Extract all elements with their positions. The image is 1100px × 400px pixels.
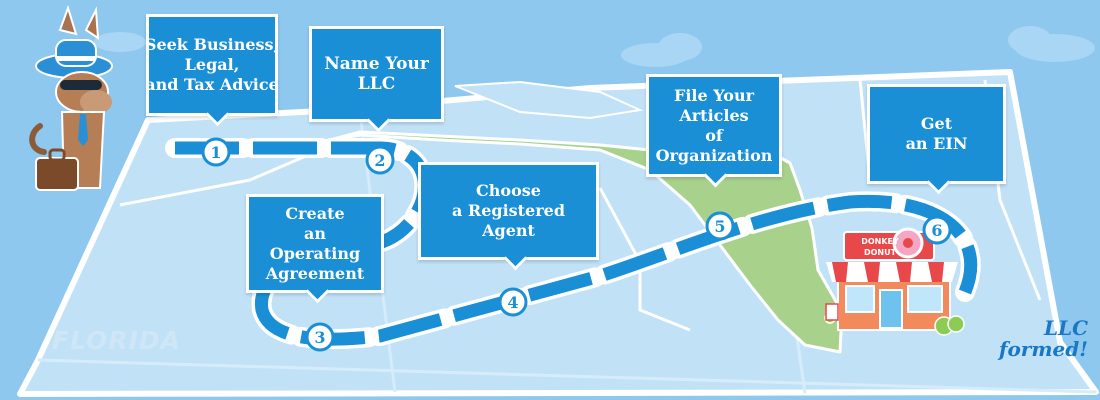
step-1-line-2: Legal, [184, 55, 240, 74]
step-3-callout: Create an Operating Agreement [246, 194, 384, 293]
shop-sign-line2: DONUT [864, 248, 897, 257]
step-3-line-1: Create [285, 203, 345, 223]
step-4-callout: Choose a Registered Agent [418, 162, 599, 260]
step-markers: 1 2 3 4 5 6 [201, 137, 952, 352]
map-small-island [454, 80, 644, 120]
step-6-number: 6 [931, 221, 942, 240]
step-5-line-3: of [705, 125, 723, 145]
step-1-marker: 1 [201, 137, 231, 167]
step-5-number: 5 [714, 217, 725, 236]
step-2-line-2: LLC [357, 74, 396, 94]
step-5-callout: File Your Articles of Organization [646, 74, 782, 177]
step-2-number: 2 [374, 151, 385, 170]
step-5-line-2: Articles [679, 105, 749, 125]
step-6-line-1: Get [920, 114, 953, 133]
map-state-label: FLORIDA [52, 326, 182, 355]
step-5-line-4: Organization [655, 145, 773, 165]
donut-shop-icon: DONKEY DONUT [824, 227, 965, 336]
map-state-borders [119, 79, 1042, 332]
step-3-number: 3 [314, 328, 325, 347]
step-1-number: 1 [210, 143, 221, 162]
step-5-line-1: File Your [673, 85, 755, 105]
step-6-line-2: an EIN [905, 134, 968, 153]
step-3-marker: 3 [305, 322, 335, 352]
step-3-line-4: Agreement [265, 263, 365, 283]
llc-formed-line-2: formed! [998, 337, 1088, 361]
step-3-line-2: an [304, 223, 326, 243]
llc-formed-line-1: LLC [1043, 316, 1088, 340]
step-1-line-1: Seek Business, [144, 35, 280, 54]
step-1-callout: Seek Business, Legal, and Tax Advice [144, 14, 280, 116]
step-2-callout: Name Your LLC [309, 26, 444, 122]
step-2-line-1: Name Your [324, 54, 429, 74]
step-6-marker: 6 [922, 215, 952, 245]
step-3-line-3: Operating [269, 243, 361, 263]
step-4-line-3: Agent [482, 221, 535, 240]
cloud-icon [94, 26, 1095, 67]
llc-formed-label: LLC formed! [999, 318, 1088, 360]
step-4-line-1: Choose [476, 181, 541, 200]
step-5-marker: 5 [705, 211, 735, 241]
donkey-mascot-icon [29, 4, 113, 191]
step-6-callout: Get an EIN [867, 84, 1006, 184]
step-2-marker: 2 [365, 145, 395, 175]
shop-sign-line1: DONKEY [861, 237, 899, 246]
step-4-number: 4 [507, 293, 518, 312]
step-4-marker: 4 [498, 287, 528, 317]
step-1-line-3: and Tax Advice [145, 75, 279, 94]
step-4-line-2: a Registered [451, 201, 566, 220]
